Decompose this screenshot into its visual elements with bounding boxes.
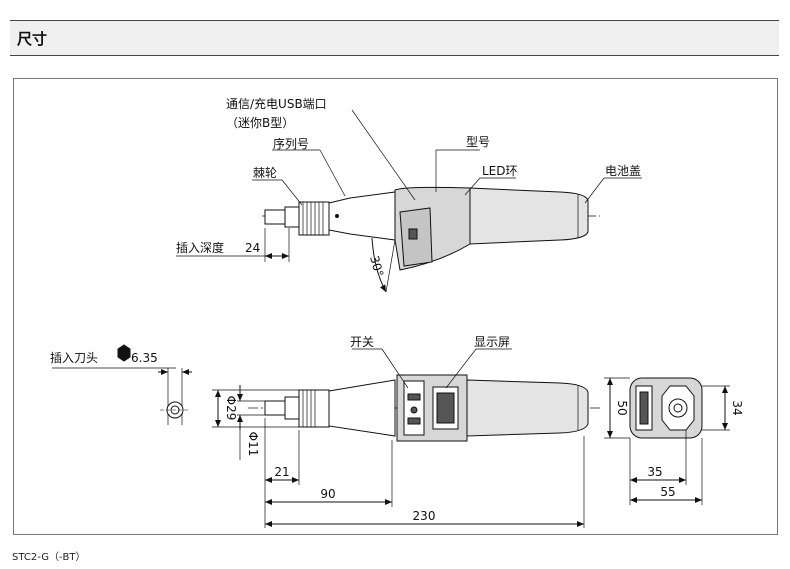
side-view <box>176 109 642 293</box>
led-ring-label: LED环 <box>482 164 518 178</box>
end-view <box>604 377 730 505</box>
insert-depth-value: 24 <box>245 241 260 255</box>
model-label: 型号 <box>466 135 490 149</box>
insert-depth-label: 插入深度 <box>176 240 224 255</box>
height-50-value: 50 <box>615 400 629 415</box>
model-footer: STC2-G（-BT） <box>12 552 86 563</box>
section-header: 尺寸 <box>10 20 779 56</box>
width-35-value: 35 <box>647 465 662 479</box>
top-view <box>212 348 600 528</box>
insert-bit-label: 插入刀头 <box>50 351 98 365</box>
battery-cover-label: 电池盖 <box>605 164 641 178</box>
display-label: 显示屏 <box>474 335 510 349</box>
ratchet-label: 棘轮 <box>253 166 277 180</box>
angle-value: 30° <box>367 254 386 278</box>
usb-port-type-label: （迷你B型） <box>226 116 294 130</box>
length-21-value: 21 <box>274 465 289 479</box>
serial-number-label: 序列号 <box>273 136 309 151</box>
diameter-29-value: Φ29 <box>224 396 238 421</box>
switch-label: 开关 <box>350 335 374 349</box>
height-34-value: 34 <box>730 400 744 415</box>
diameter-11-value: Φ11 <box>246 432 260 457</box>
length-230-value: 230 <box>413 509 436 523</box>
drawing-frame <box>13 78 778 535</box>
width-55-value: 55 <box>660 485 675 499</box>
length-90-value: 90 <box>320 487 335 501</box>
usb-port-label: 通信/充电USB端口 <box>226 96 327 111</box>
bit-section <box>52 344 192 425</box>
bit-size-value: 6.35 <box>131 351 158 365</box>
hex-icon <box>117 344 131 362</box>
section-title: 尺寸 <box>17 30 48 48</box>
